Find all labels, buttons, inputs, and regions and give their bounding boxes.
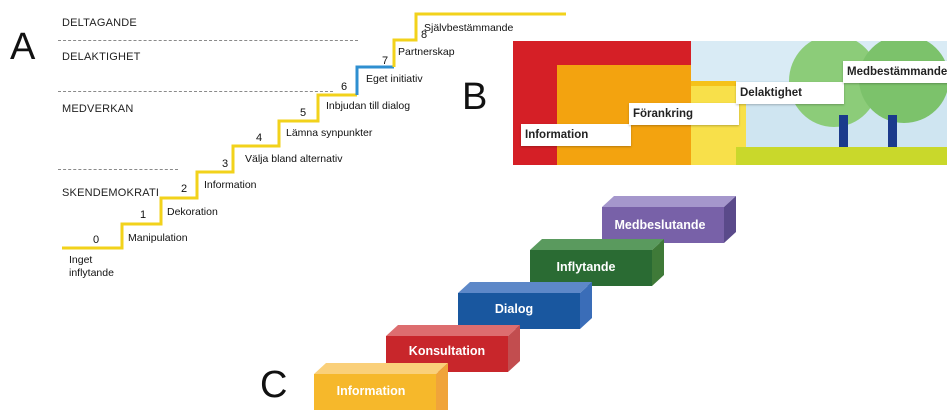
step-number: 3	[222, 158, 229, 170]
step-label-manipulation: Manipulation	[128, 232, 188, 244]
level-divider	[58, 91, 333, 92]
label-forankring: Förankring	[629, 103, 739, 125]
label-information: Information	[521, 124, 631, 146]
level-label-deltagande: DELTAGANDE	[62, 17, 137, 29]
step-number: 1	[140, 209, 147, 221]
step-number: 0	[93, 234, 100, 246]
stair-block-inflytande	[530, 239, 664, 286]
panel-letter-b: B	[462, 76, 488, 118]
step-label-inget-inflytande: Inget inflytande	[69, 254, 114, 279]
tree-trunk-icon	[888, 115, 897, 149]
ladder-line	[62, 12, 566, 250]
step-label-partnerskap: Partnerskap	[398, 46, 455, 58]
influence-levels-diagram: Information Förankring Delaktighet Medbe…	[513, 41, 947, 165]
step-label-information: Information	[204, 179, 257, 191]
level-divider	[58, 169, 178, 170]
block-label-dialog: Dialog	[494, 302, 534, 316]
label-delaktighet: Delaktighet	[736, 82, 844, 104]
step-label-inbjudan-till-dialog: Inbjudan till dialog	[326, 100, 411, 112]
step-number: 5	[300, 107, 307, 119]
level-label-medverkan: MEDVERKAN	[62, 103, 134, 115]
step-number: 4	[256, 132, 263, 144]
level-label-delaktighet: DELAKTIGHET	[62, 51, 141, 63]
block-label-information: Information	[336, 384, 406, 398]
step-label-valja-bland-alternativ: Välja bland alternativ	[245, 153, 343, 165]
step-number: 2	[181, 183, 188, 195]
ground-strip	[736, 147, 947, 165]
panel-letter-c: C	[260, 364, 288, 406]
step-label-eget-initiativ: Eget initiativ	[366, 73, 423, 85]
block-label-inflytande: Inflytande	[556, 260, 616, 274]
level-divider	[58, 40, 358, 41]
step-label-sjalvbestammande: Självbestämmande	[424, 22, 514, 34]
block-label-medbeslutande: Medbeslutande	[614, 218, 706, 232]
stair-block-dialog	[458, 282, 592, 329]
stair-block-medbeslutande	[602, 196, 736, 243]
step-number: 7	[382, 55, 389, 67]
level-label-skendemokrati: SKENDEMOKRATI	[62, 187, 160, 199]
block-label-konsultation: Konsultation	[408, 344, 486, 358]
panel-letter-a: A	[10, 26, 36, 68]
label-medbestammande: Medbestämmande	[843, 61, 947, 83]
step-label-lamna-synpunkter: Lämna synpunkter	[286, 127, 373, 139]
tree-trunk-icon	[839, 115, 848, 149]
stair-block-information	[314, 363, 448, 410]
step-number: 6	[341, 81, 348, 93]
step-number: 8	[421, 29, 428, 41]
step-label-dekoration: Dekoration	[167, 206, 218, 218]
